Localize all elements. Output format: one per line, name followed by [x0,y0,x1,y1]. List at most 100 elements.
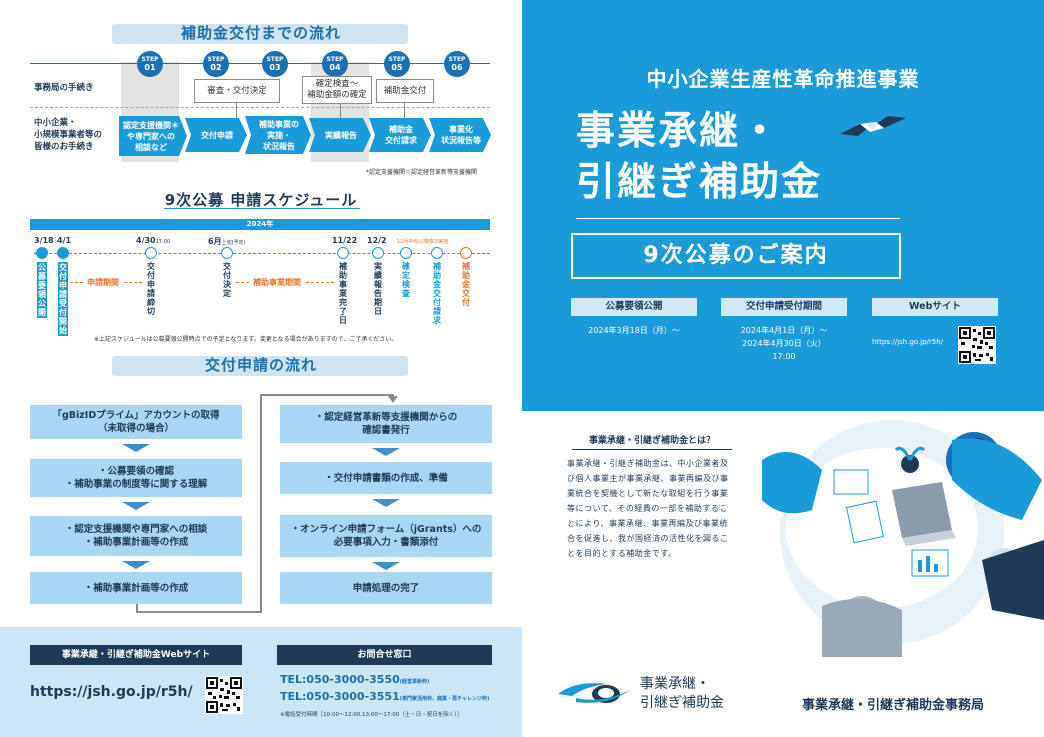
date-0401: 4/1 [57,236,72,245]
step-line [30,63,490,64]
timeline-line [34,253,490,254]
timeline-marker [36,247,48,259]
connector-line [260,394,394,396]
publication-date: 2024年3月18日（月）〜 [588,326,680,335]
qr-code-icon [205,676,243,714]
connector-2 [340,104,341,118]
flow-step-confirmation: ・認定経営革新等支援機関からの 確認書発行 [280,405,492,443]
flow-step-guidelines: ・公募要領の確認 ・補助事業の制度等に関する理解 [30,459,242,497]
hero-qr-code-icon [958,326,996,364]
about-text: 事業承継・引継ぎ補助金は、中小企業者及び個人事業主が事業承継、事業再編及び事業統… [567,459,729,558]
date-1122: 11/22 [332,236,358,245]
flow-step-plan: ・補助事業計画等の作成 [30,572,242,604]
tag-application-period: 交付申請受付期間 [721,298,847,316]
application-flow-title-bar [112,356,408,376]
tel-1[interactable]: TEL:050-3000-3550(経営革新枠) [280,673,430,686]
office-box-inspection: 確定検査〜 補助金額の確定 [302,76,372,104]
application-period-dates: 2024年4月1日（月）〜 2024年4月30日（火） 17:00 [740,326,828,361]
logo-icon [556,676,632,706]
meeting-illustration [742,420,1044,658]
applicant-row-label: 中小企業・ 小規模事業者等の 皆様のお手続き [34,118,103,152]
tag-website: Webサイト [872,298,998,316]
connector-line [136,611,262,613]
flow-step-consultation: ・認定支援機関や専門家への相談 ・補助事業計画等の作成 [30,516,242,556]
connector-3 [404,103,405,118]
schedule-note: ※上記スケジュールは公募要領公開時点での予定となります。変更となる場合があります… [94,336,398,343]
connector-line [260,394,262,613]
down-arrow [372,562,400,570]
flow-section-title: 補助金交付までの流れ [180,24,341,42]
flow-step-gbizid: 「gBizIDプライム」アカウントの取得 （未取得の場合） [30,405,242,439]
down-arrow [122,561,150,569]
connector-line [136,604,138,613]
schedule-title-underline [164,208,360,209]
timeline-marker [145,247,157,259]
flow-arrow-claim: 補助金 交付請求 [369,118,431,152]
phone-hours: ※電話受付時間［10:00〜12:00,13:00〜17:00（土・日・祝日を除… [280,712,463,718]
date-december: 12月中旬以降順次実施 [397,239,449,245]
down-arrow [372,499,400,507]
event-application-start: 交付申請受付開始 [58,262,68,336]
flow-title-bar [112,24,408,44]
office-row-label: 事務局の手続き [34,83,94,93]
tag-publication: 公募要領公開 [571,298,697,316]
timeline-marker [372,247,384,259]
footer-left [0,627,522,737]
date-0318: 3/18 [34,236,54,245]
timeline-marker [221,247,233,259]
timeline-marker [400,247,412,259]
flow-arrow-implement: 補助事業の 実施・ 状況報告 [245,116,311,154]
event-publication: 公募要領公開 [37,262,47,318]
year-bar: 2024年 [30,219,490,230]
footer-logo-text: 事業承継・ 引継ぎ補助金 [640,676,724,711]
row-divider [30,107,490,108]
flow-footnote: *認定支援機関＝認定経営革新等支援機関 [366,169,478,176]
event-inspection: 確定検査 [402,262,410,298]
down-arrow [122,444,150,452]
date-0430: 4/3017:00 [136,236,171,245]
timeline-marker [337,247,349,259]
hero-panel: 中小企業生産性革命推進事業 事業承継・ 引継ぎ補助金 9次公募のご案内 公募要領… [522,0,1044,411]
application-flow-title: 交付申請の流れ [204,356,317,374]
office-box-payment: 補助金交付 [376,79,434,103]
flow-step-complete: 申請処理の完了 [280,572,492,604]
application-period-label: 申請期間 [84,277,122,288]
contact-heading: お問合せ窓口 [277,645,492,665]
office-name: 事業承継・引継ぎ補助金事務局 [802,698,985,713]
web-url-link[interactable]: https://jsh.go.jp/r5h/ [30,684,193,700]
flow-step-online-form: ・オンライン申請フォーム（jGrants）への 必要事項入力・書類添付 [280,515,492,557]
flow-arrow-apply: 交付申請 [185,118,247,152]
down-arrow [372,448,400,456]
hero-title-line1: 事業承継・ [576,109,782,154]
timeline-marker [57,247,69,259]
event-report-deadline: 実績報告期日 [374,262,382,316]
date-1202: 12/2 [367,236,387,245]
event-payment: 補助金交付 [462,262,470,307]
flow-arrow-consult: 認定支援機関＊ や専門家への 相談など [119,116,187,156]
event-grant-decision: 交付決定 [223,262,231,298]
connector-arrow-icon [388,396,398,403]
tel-2[interactable]: TEL:050-3000-3551(専門家活用枠、廃業・再チャレンジ枠) [280,690,490,703]
flow-arrow-report: 実績報告 [309,118,371,152]
date-june: 6月上旬(予定) [208,237,246,246]
schedule-title: 9次公募 申請スケジュール [164,191,358,209]
down-arrow [122,502,150,510]
website-url-link[interactable]: https://jsh.go.jp/r5h/ [872,338,944,346]
web-heading: 事業承継・引継ぎ補助金Webサイト [30,645,242,665]
project-period-label: 補助事業期間 [250,277,304,288]
hero-announcement-box: 9次公募のご案内 [571,233,901,279]
flow-step-documents: ・交付申請書類の作成、準備 [280,462,492,494]
timeline-marker [460,247,472,259]
hero-title-line2: 引継ぎ補助金 [576,160,823,205]
hero-subtitle: 中小企業生産性革命推進事業 [646,67,920,91]
about-title: 事業承継・引継ぎ補助金とは？ [572,433,732,450]
event-payment-claim: 補助金交付請求 [433,262,441,325]
connector-1 [236,103,237,118]
event-project-completion: 補助事業完了日 [339,262,347,325]
timeline-marker [431,247,443,259]
